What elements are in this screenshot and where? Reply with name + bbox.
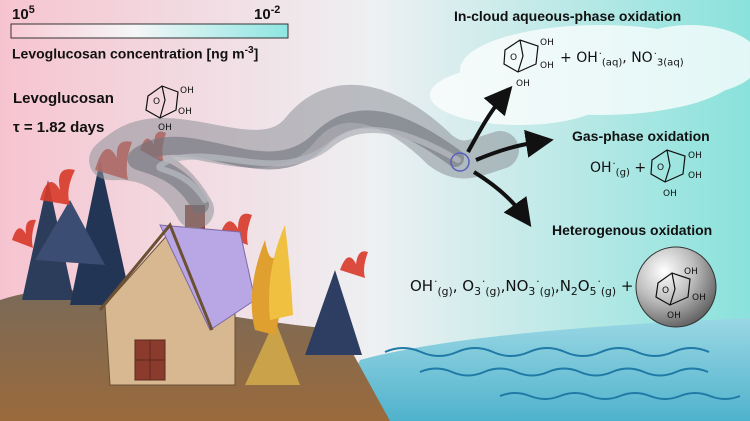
in-cloud-oxidants: + OH·(aq), NO·3(aq) [560,48,684,69]
compound-name: Levoglucosan [13,90,114,107]
molecule-oh-5: OH [540,61,554,71]
molecule-icon [650,149,686,183]
molecule-icon [145,85,179,119]
smoke-plume-icon [89,84,519,229]
cloud-icon [430,25,750,125]
molecule-oh-1: OH [180,86,194,96]
heterogeneous-title: Heterogenous oxidation [552,222,713,238]
molecule-o-4: O [662,286,669,296]
wave-icon [384,347,741,400]
molecule-oh-6: OH [516,79,530,89]
molecule-oh-4: OH [540,38,554,48]
molecule-oh-12: OH [667,311,681,321]
scale-min-label: 10-2 [254,4,281,23]
gas-phase-oxidants: OH·(g) + [590,158,647,179]
molecule-oh-3: OH [158,123,172,133]
molecule-o-1: O [153,97,160,107]
in-cloud-title: In-cloud aqueous-phase oxidation [454,8,682,24]
molecule-o-3: O [657,163,664,173]
house-icon [98,205,256,386]
molecule-oh-10: OH [684,267,698,277]
scale-title: Levoglucosan concentration [ng m-3] [12,45,259,62]
molecule-oh-7: OH [688,151,702,161]
heterogeneous-oxidants: OH·(g), O3·(g),NO3·(g),N2O5·(g) + [410,276,634,298]
gas-phase-title: Gas-phase oxidation [572,128,710,144]
molecule-oh-8: OH [688,171,702,181]
molecule-icon [655,272,691,306]
arrow-icon [466,85,554,228]
molecule-oh-11: OH [692,293,706,303]
particle-icon [450,152,470,172]
molecule-icon [503,39,539,73]
scale-max-label: 105 [12,4,35,23]
molecule-oh-2: OH [178,107,192,117]
concentration-scale-bar [10,23,289,39]
molecule-o-2: O [510,53,517,63]
compound-lifetime: τ = 1.82 days [13,119,105,136]
bonfire-icon [245,225,300,385]
aerosol-particle-icon [635,246,717,328]
molecule-oh-9: OH [663,189,677,199]
